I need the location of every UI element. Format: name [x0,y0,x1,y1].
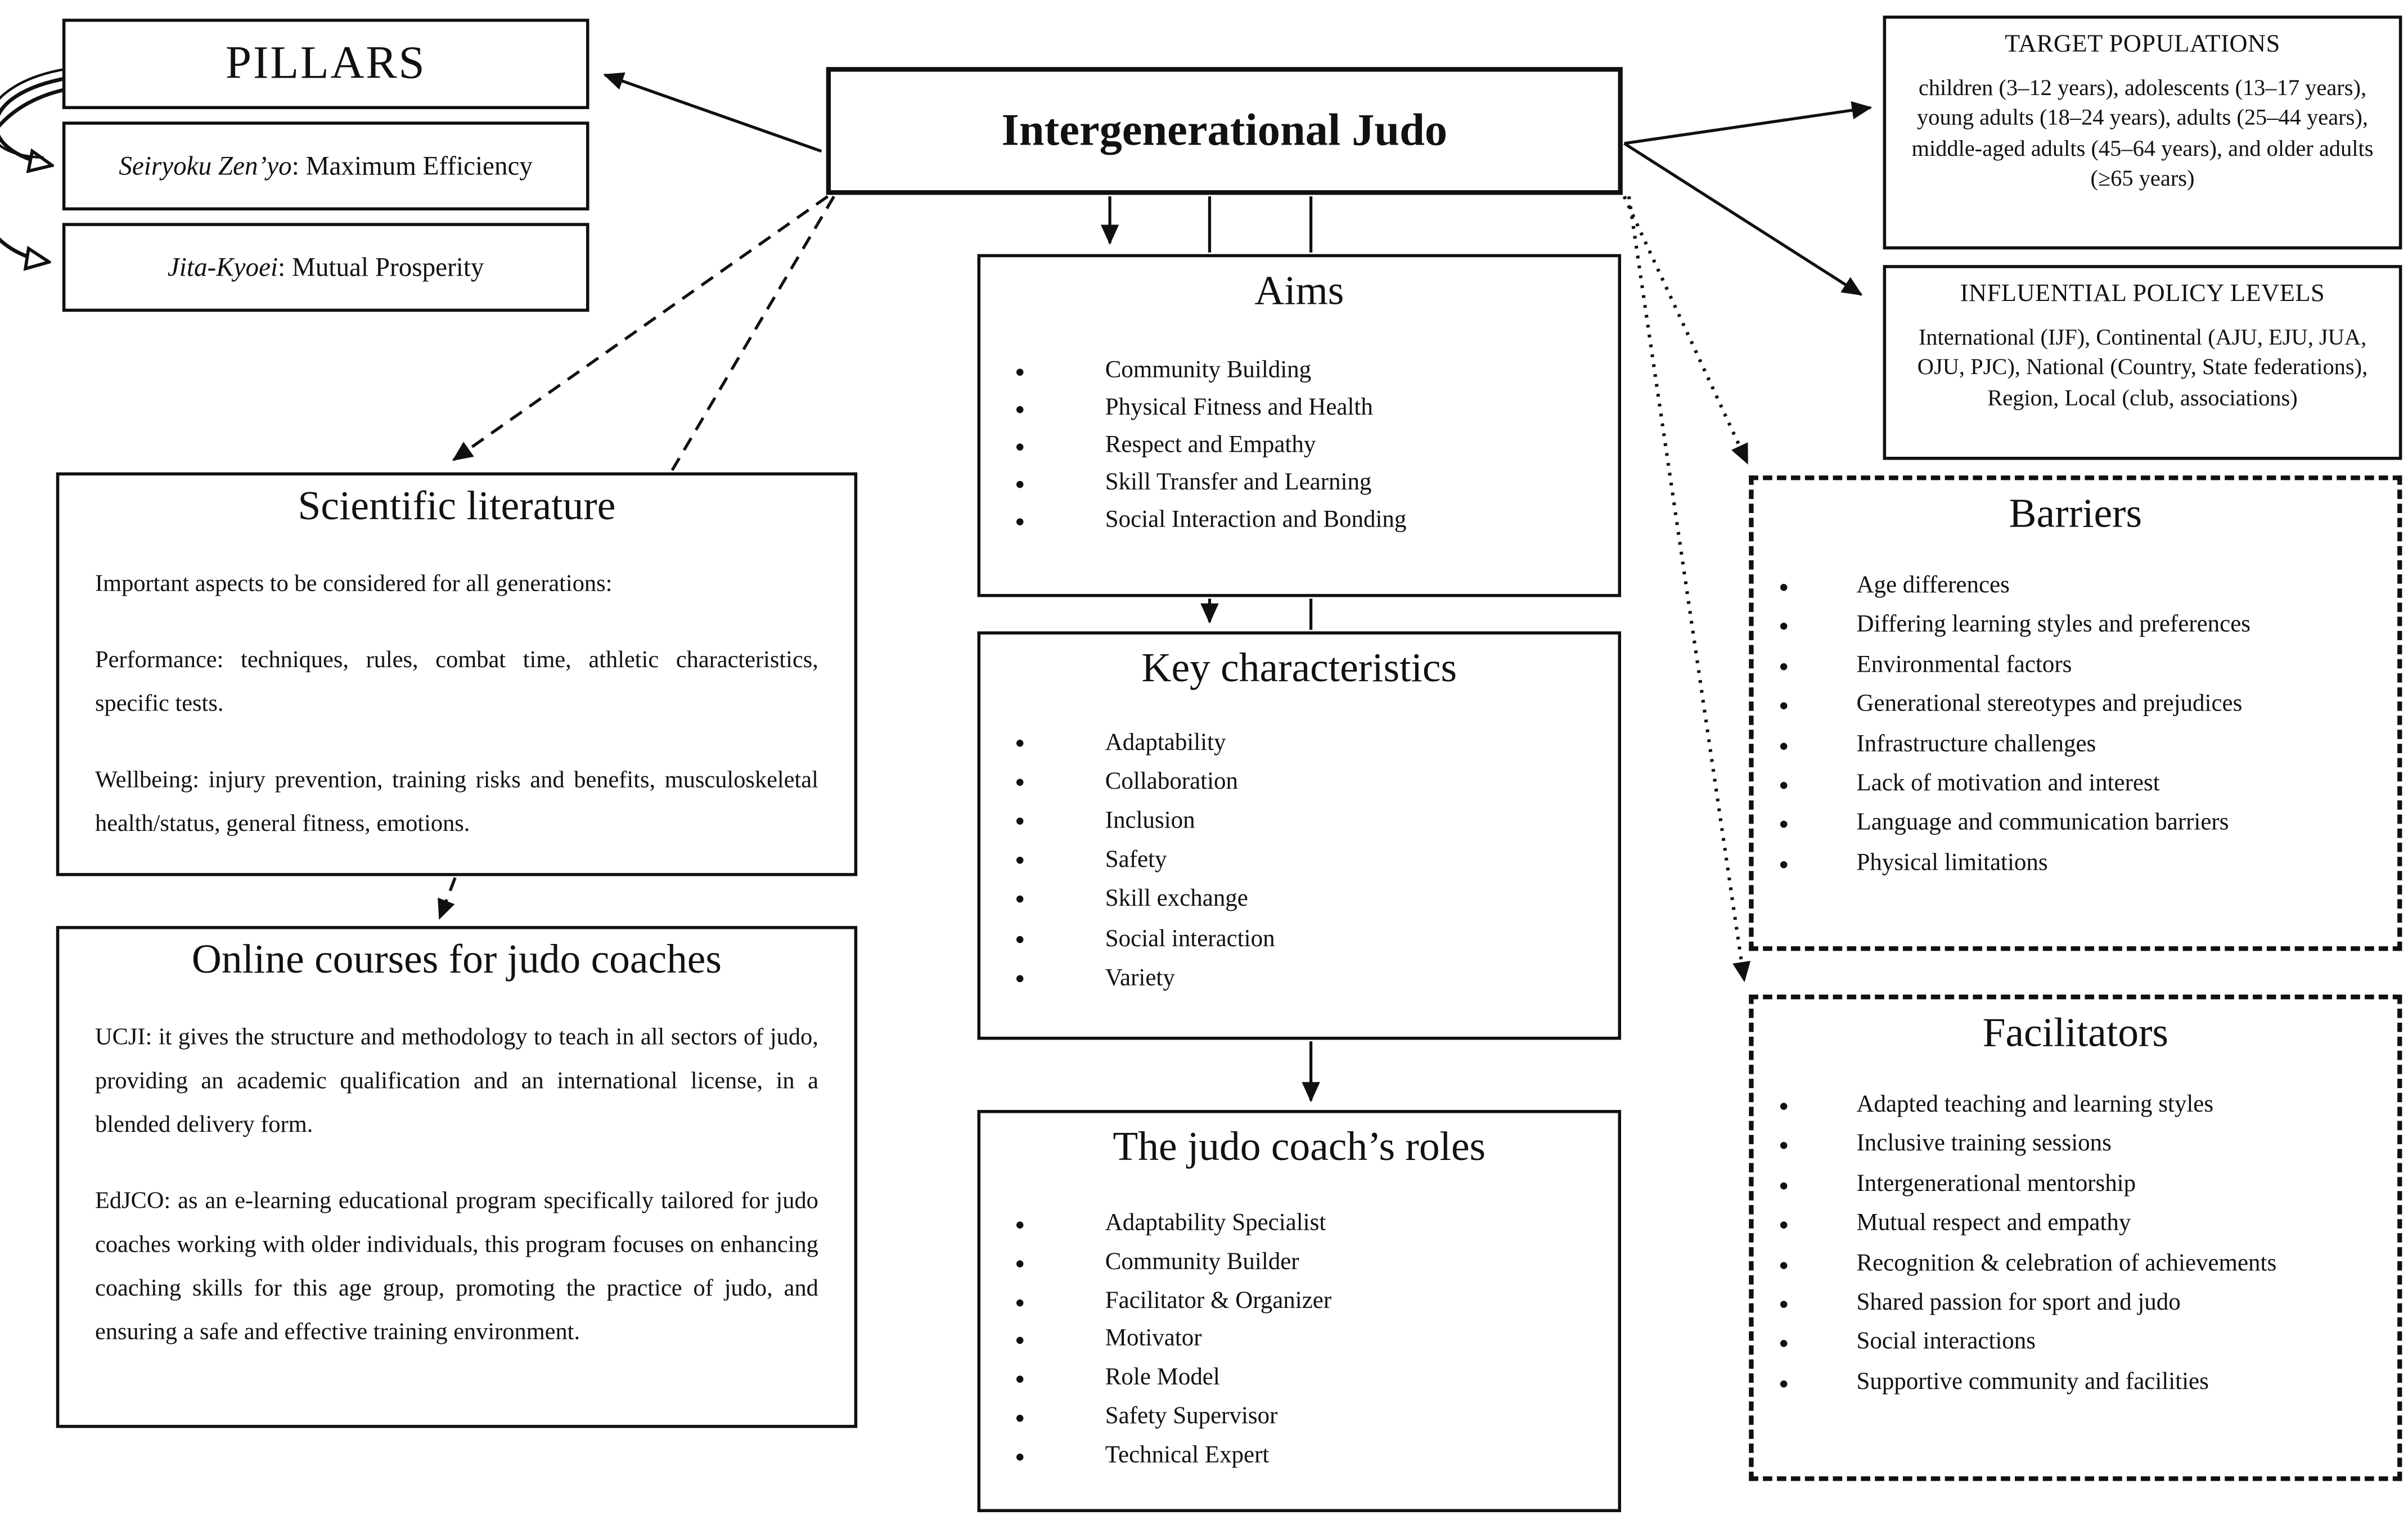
pillar-seiryoku-term: Seiryoku Zen’yo [119,150,292,181]
facilitator-item: Inclusive training sessions [1779,1123,2388,1172]
pillar-seiryoku-label: Seiryoku Zen’yo: Maximum Efficiency [119,150,533,181]
coach-role-item: Role Model [1015,1358,1605,1405]
key-characteristic-item: Inclusion [1015,800,1605,848]
coach-role-item: Technical Expert [1015,1436,1605,1483]
barriers-title: Barriers [2009,489,2143,537]
coach-roles-list: Adaptability SpecialistCommunity Builder… [980,1203,1618,1483]
barrier-item: Infrastructure challenges [1779,723,2388,772]
arrow-title-to-policy-levels [1623,142,1863,296]
facilitator-item: Intergenerational mentorship [1779,1163,2388,1212]
facilitator-item: Social interactions [1779,1321,2388,1370]
key-characteristic-item: Skill exchange [1015,878,1605,927]
coach-role-item: Motivator [1015,1320,1605,1367]
barrier-item: Physical limitations [1779,842,2388,891]
pillar-seiryoku-definition: : Maximum Efficiency [291,150,533,181]
facilitators-title: Facilitators [1982,1008,2169,1056]
dashed-line-title-to-scientific-literature [670,195,835,472]
pillar-jitakyoei-term: Jita-Kyoei [167,251,278,282]
main-title-box: Intergenerational Judo [826,67,1623,195]
scientific-literature-body: Important aspects to be considered for a… [59,563,854,846]
scientific-literature-paragraph: Performance: techniques, rules, combat t… [95,647,818,717]
key-characteristics-box: Key characteristics AdaptabilityCollabor… [977,631,1622,1040]
facilitator-item: Adapted teaching and learning styles [1779,1083,2388,1133]
coach-role-item: Community Builder [1015,1242,1605,1289]
aims-item: Respect and Empathy [1015,426,1605,472]
barrier-item: Differing learning styles and preference… [1779,604,2388,654]
barrier-item: Environmental factors [1779,644,2388,693]
online-courses-paragraph: EdJCO: as an e-learning educational prog… [95,1188,818,1346]
pillars-title: PILLARS [225,37,426,89]
curved-arrow-pillars-to-jitakyoei [0,87,69,262]
aims-list: Community BuildingPhysical Fitness and H… [980,351,1618,547]
facilitators-list: Adapted teaching and learning stylesIncl… [1754,1083,2398,1410]
facilitator-item: Supportive community and facilities [1779,1361,2388,1410]
pillar-jitakyoei-box: Jita-Kyoei: Mutual Prosperity [62,223,589,312]
aims-item: Community Building [1015,351,1605,397]
arrow-title-to-target-populations [1624,101,1873,145]
curved-arrow-pillars-to-seiryoku [0,76,69,165]
key-characteristic-item: Collaboration [1015,761,1605,810]
facilitators-box: Facilitators Adapted teaching and learni… [1749,995,2402,1481]
dashed-arrow-scientific-literature-to-online-courses [438,877,457,920]
target-populations-title: TARGET POPULATIONS [2005,31,2280,58]
barrier-item: Lack of motivation and interest [1779,762,2388,812]
coach-role-item: Facilitator & Organizer [1015,1281,1605,1328]
scientific-literature-title: Scientific literature [298,482,616,529]
pillars-box: PILLARS [62,19,589,109]
scientific-literature-paragraph: Important aspects to be considered for a… [95,570,613,597]
pillar-curved-arrows [0,67,69,262]
aims-item: Physical Fitness and Health [1015,388,1605,434]
barrier-item: Age differences [1779,564,2388,614]
coach-roles-box: The judo coach’s roles Adaptability Spec… [977,1110,1622,1513]
online-courses-box: Online courses for judo coaches UCJI: it… [56,926,858,1428]
dotted-connectors [1622,195,1751,983]
online-courses-body: UCJI: it gives the structure and methodo… [59,1017,854,1355]
scientific-literature-box: Scientific literature Important aspects … [56,472,858,876]
curved-band-line [0,67,69,159]
target-populations-box: TARGET POPULATIONS children (3–12 years)… [1883,15,2402,250]
aims-item: Skill Transfer and Learning [1015,463,1605,509]
facilitator-item: Mutual respect and empathy [1779,1202,2388,1252]
policy-levels-body: International (IJF), Continental (AJU, E… [1917,326,2368,412]
dotted-arrow-title-to-facilitators [1627,196,1751,983]
scientific-literature-paragraph: Wellbeing: injury prevention, training r… [95,767,818,837]
key-characteristics-title: Key characteristics [1141,644,1457,691]
coach-roles-title: The judo coach’s roles [1113,1122,1486,1170]
aims-title: Aims [1254,266,1344,314]
barriers-box: Barriers Age differencesDiffering learni… [1749,475,2402,951]
arrow-title-to-pillars [603,72,822,153]
key-characteristic-item: Safety [1015,839,1605,888]
pillar-jitakyoei-label: Jita-Kyoei: Mutual Prosperity [168,252,484,283]
facilitator-item: Shared passion for sport and judo [1779,1281,2388,1331]
key-characteristic-item: Social interaction [1015,918,1605,966]
policy-levels-box: INFLUENTIAL POLICY LEVELS International … [1883,265,2402,460]
barriers-list: Age differencesDiffering learning styles… [1754,564,2398,891]
key-characteristic-item: Adaptability [1015,722,1605,770]
coach-role-item: Adaptability Specialist [1015,1203,1605,1251]
online-courses-paragraph: UCJI: it gives the structure and methodo… [95,1024,818,1138]
barrier-item: Generational stereotypes and prejudices [1779,683,2388,732]
main-title: Intergenerational Judo [1001,105,1448,155]
key-characteristic-item: Variety [1015,957,1605,1005]
target-populations-body: children (3–12 years), adolescents (13–1… [1911,76,2374,192]
dotted-arrow-title-to-barriers [1622,195,1749,465]
barrier-item: Language and communication barriers [1779,802,2388,852]
policy-levels-title: INFLUENTIAL POLICY LEVELS [1960,280,2325,307]
pillar-seiryoku-box: Seiryoku Zen’yo: Maximum Efficiency [62,122,589,211]
aims-item: Social Interaction and Bonding [1015,501,1605,547]
aims-box: Aims Community BuildingPhysical Fitness … [977,254,1622,597]
online-courses-title: Online courses for judo coaches [191,935,722,982]
facilitator-item: Recognition & celebration of achievement… [1779,1242,2388,1292]
pillar-jitakyoei-definition: : Mutual Prosperity [278,251,484,282]
key-characteristics-list: AdaptabilityCollaborationInclusionSafety… [980,722,1618,1005]
coach-role-item: Safety Supervisor [1015,1397,1605,1444]
